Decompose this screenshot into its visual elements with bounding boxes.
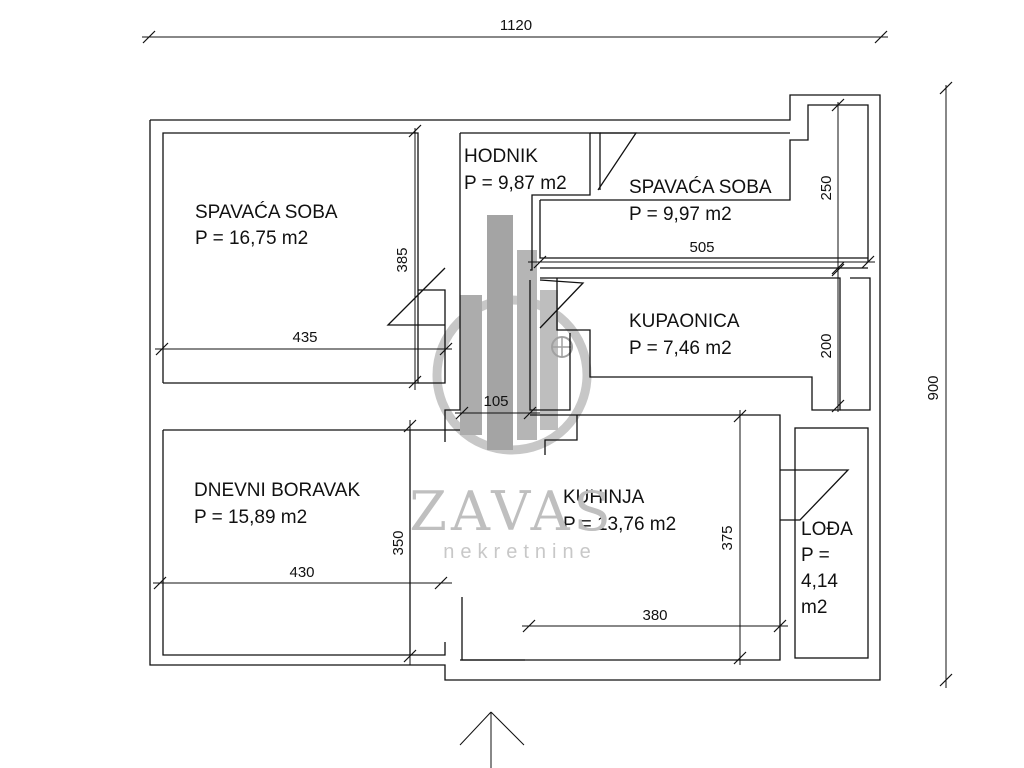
room-area-bedroom-2: P = 9,97 m2 <box>629 204 732 225</box>
bedroom-2-walls <box>539 139 868 269</box>
dim-bathroom-height: 200 <box>818 333 835 358</box>
room-name-bathroom: KUPAONICA <box>629 311 740 332</box>
room-area-bedroom-1: P = 16,75 m2 <box>195 228 308 249</box>
dim-bedroom1-width: 435 <box>292 329 317 346</box>
room-area-loggia-line3: m2 <box>801 597 827 618</box>
outer-walls <box>149 94 881 681</box>
dim-total-width: 1120 <box>500 17 532 34</box>
room-area-kitchen: P = 13,76 m2 <box>563 514 676 535</box>
door-hallway <box>597 132 638 191</box>
room-area-loggia-line2: 4,14 <box>801 571 838 592</box>
room-name-bedroom-2: SPAVAĆA SOBA <box>629 176 772 198</box>
dim-kitchen-width: 380 <box>642 607 667 624</box>
dim-living-width: 430 <box>289 564 314 581</box>
watermark-building-1 <box>460 295 482 435</box>
door-entrance <box>461 597 525 661</box>
room-name-loggia: LOĐA <box>801 519 853 540</box>
dim-bedroom2-width: 505 <box>689 239 714 256</box>
door-bathroom <box>539 279 585 329</box>
watermark-brand: ZAVAS <box>409 480 614 543</box>
room-name-living: DNEVNI BORAVAK <box>194 480 360 501</box>
watermark-building-2 <box>487 215 513 450</box>
bedroom-1-walls <box>162 132 446 384</box>
entrance-arrow-icon <box>459 711 525 768</box>
dim-bedroom1-height: 385 <box>394 247 411 272</box>
room-area-living: P = 15,89 m2 <box>194 507 307 528</box>
watermark-sub: nekretnine <box>443 541 596 563</box>
room-area-hallway: P = 9,87 m2 <box>464 173 567 194</box>
room-name-bedroom-1: SPAVAĆA SOBA <box>195 201 338 223</box>
watermark-logo <box>432 215 592 455</box>
door-loggia <box>780 469 850 521</box>
room-name-hallway: HODNIK <box>464 146 538 167</box>
bathroom-walls <box>529 277 871 411</box>
dim-total-height: 900 <box>925 375 942 400</box>
loggia-walls <box>794 427 869 659</box>
watermark-building-4 <box>540 290 558 430</box>
dim-living-height: 350 <box>390 530 407 555</box>
watermark-building-3 <box>517 250 537 440</box>
room-name-kitchen: KUHINJA <box>563 487 645 508</box>
dim-hall-width: 105 <box>483 393 508 410</box>
door-bedroom-1 <box>386 267 446 326</box>
dim-kitchen-height: 375 <box>719 525 736 550</box>
room-area-bathroom: P = 7,46 m2 <box>629 338 732 359</box>
room-area-loggia-line1: P = <box>801 545 830 566</box>
door-swings <box>386 132 850 661</box>
dimension-lines <box>142 30 953 688</box>
dim-bedroom2-height: 250 <box>818 175 835 200</box>
